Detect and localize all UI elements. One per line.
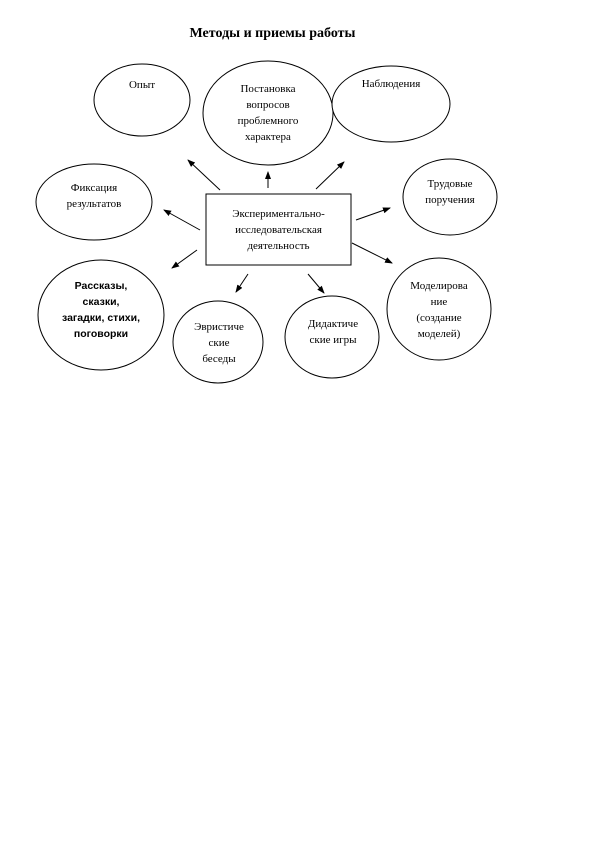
node-fiksaciya-label: Фиксация результатов (66, 182, 122, 210)
node-didakticheskie-label: Дидактиче ские игры (307, 318, 359, 346)
node-opyt-ellipse (93, 63, 191, 137)
node-rasskazy-label: Рассказы, сказки, загадки, стихи, погово… (62, 280, 140, 340)
node-nablyudeniya-ellipse (331, 65, 451, 143)
diagram-title: Методы и приемы работы (189, 26, 356, 41)
node-postanovka-ellipse (202, 60, 334, 166)
node-rasskazy-ellipse (37, 259, 165, 371)
arrow-to-evristicheskie (235, 273, 249, 293)
node-trudovye-label: Трудовые поручения (425, 178, 475, 206)
node-trudovye-ellipse (402, 158, 498, 236)
node-nablyudeniya-label: Наблюдения (361, 78, 421, 90)
arrow-to-nablyudeniya (315, 161, 345, 190)
arrow-to-modelirovanie (351, 242, 393, 264)
node-evristicheskie-label: Эвристиче ские беседы (194, 321, 244, 365)
arrow-to-trudovye (355, 207, 391, 221)
arrow-to-didakticheskie (307, 273, 325, 294)
node-fiksaciya-ellipse (35, 163, 153, 241)
node-modelirovanie-ellipse (386, 257, 492, 361)
arrow-to-fiksaciya (163, 209, 201, 231)
arrow-to-rasskazy (171, 249, 198, 269)
center-box (205, 193, 352, 266)
node-modelirovanie-label: Моделирова ние (создание моделей) (410, 280, 468, 340)
center-label: Экспериментально- исследовательская деят… (232, 207, 325, 252)
node-opyt-label: Опыт (128, 79, 156, 91)
node-postanovka-label: Постановка вопросов проблемного характер… (237, 83, 299, 143)
arrow-to-opyt (187, 159, 221, 191)
node-evristicheskie-ellipse (172, 300, 264, 384)
node-didakticheskie-ellipse (284, 295, 380, 379)
